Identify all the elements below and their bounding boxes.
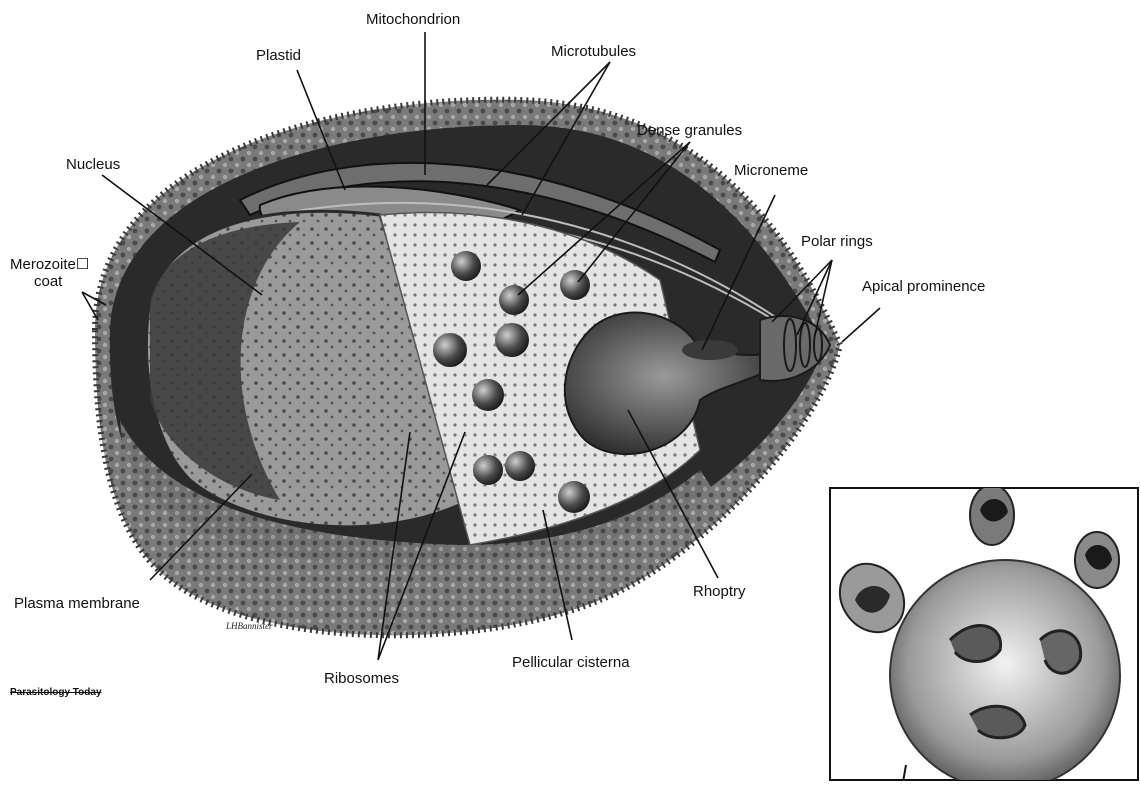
label-pellicular-cisterna: Pellicular cisterna bbox=[512, 654, 630, 672]
red-blood-cell bbox=[890, 560, 1120, 785]
label-dense-granules: Dense granules bbox=[637, 122, 742, 140]
label-microtubules: Microtubules bbox=[551, 43, 636, 61]
label-merozoite-coat-line1: Merozoite☐ bbox=[10, 256, 89, 274]
artist-signature: LHBannister bbox=[226, 621, 273, 631]
label-plasma-membrane: Plasma membrane bbox=[14, 595, 140, 613]
label-ribosomes: Ribosomes bbox=[324, 670, 399, 688]
microneme-shape bbox=[682, 340, 738, 360]
label-rhoptry: Rhoptry bbox=[693, 583, 746, 601]
source-credit: Parasitology Today bbox=[10, 687, 102, 698]
label-nucleus: Nucleus bbox=[66, 156, 120, 174]
inset-panel bbox=[827, 485, 1138, 785]
label-microneme: Microneme bbox=[734, 162, 808, 180]
label-mitochondrion: Mitochondrion bbox=[366, 11, 460, 29]
label-merozoite-coat-line2: coat bbox=[34, 273, 62, 291]
label-apical-prominence: Apical prominence bbox=[862, 278, 985, 296]
label-polar-rings: Polar rings bbox=[801, 233, 873, 251]
label-plastid: Plastid bbox=[256, 47, 301, 65]
